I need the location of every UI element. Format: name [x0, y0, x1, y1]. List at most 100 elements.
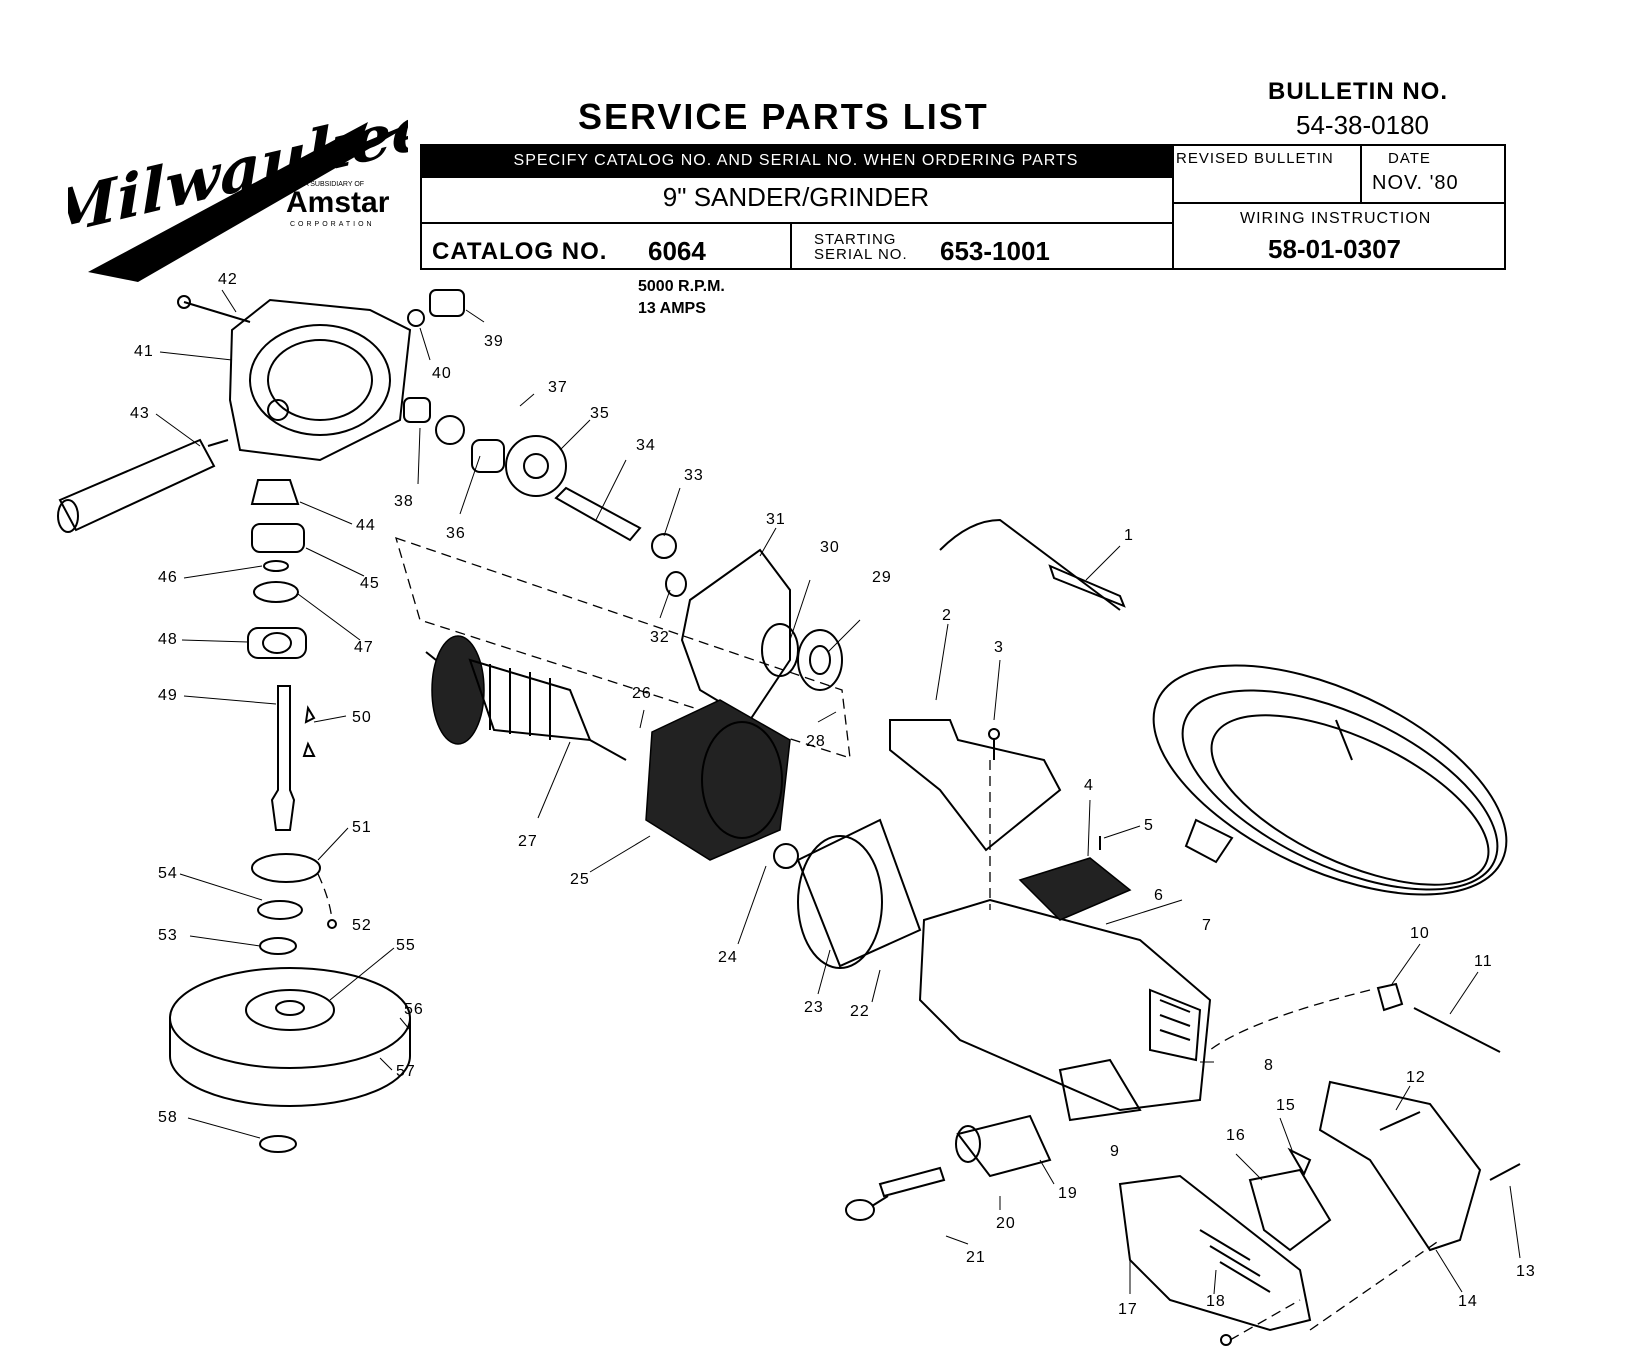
date-label: DATE	[1388, 150, 1431, 167]
spindle-column-parts	[247, 479, 316, 831]
table-divider-serial	[790, 222, 792, 270]
callout-52: 52	[352, 917, 372, 934]
motor-housing-part	[796, 818, 922, 969]
callout-33: 33	[684, 467, 704, 484]
callout-13: 13	[1516, 1263, 1536, 1280]
table-border-left	[420, 144, 422, 270]
gear-case-part	[228, 298, 412, 462]
callout-18: 18	[1206, 1293, 1226, 1310]
table-divider-main	[1172, 144, 1174, 270]
milwaukee-logo: Milwaukee A SUBSIDIARY OF Amstar CORPORA…	[68, 89, 408, 282]
callout-17: 17	[1118, 1301, 1138, 1318]
callout-14: 14	[1458, 1293, 1478, 1310]
side-handle-part	[57, 438, 229, 533]
wiring-instruction-value: 58-01-0307	[1268, 234, 1401, 264]
callout-40: 40	[432, 365, 452, 382]
callout-12: 12	[1406, 1069, 1426, 1086]
callout-36: 36	[446, 525, 466, 542]
date-value: NOV. '80	[1372, 172, 1459, 194]
callout-5: 5	[1144, 817, 1154, 834]
wiring-instruction-label: WIRING INSTRUCTION	[1240, 210, 1432, 227]
callout-54: 54	[158, 865, 178, 882]
small-parts-top	[403, 289, 677, 559]
ordering-instruction-bar: SPECIFY CATALOG NO. AND SERIAL NO. WHEN …	[420, 144, 1172, 178]
callout-37: 37	[548, 379, 568, 396]
bulletin-label: BULLETIN NO.	[1268, 78, 1448, 105]
callout-1: 1	[1124, 527, 1134, 544]
backing-pad-parts	[169, 853, 411, 1153]
logo-subsidiary-line: A SUBSIDIARY OF	[304, 181, 364, 188]
callout-43: 43	[130, 405, 150, 422]
screw-part	[177, 295, 251, 323]
callout-21: 21	[966, 1249, 986, 1266]
callout-32: 32	[650, 629, 670, 646]
callout-45: 45	[360, 575, 380, 592]
callout-16: 16	[1226, 1127, 1246, 1144]
callout-29: 29	[872, 569, 892, 586]
housing-body-part	[918, 898, 1212, 1122]
catalog-value: 6064	[648, 236, 706, 266]
callout-39: 39	[484, 333, 504, 350]
handle-parts	[1118, 1080, 1521, 1346]
cord-set-part	[939, 518, 1508, 896]
logo-parent: Amstar	[286, 186, 390, 219]
callout-25: 25	[570, 871, 590, 888]
table-divider-catalog	[420, 222, 1174, 224]
table-divider-date	[1360, 144, 1362, 202]
callout-50: 50	[352, 709, 372, 726]
callout-10: 10	[1410, 925, 1430, 942]
serial-label-line1: STARTING	[814, 231, 897, 248]
callout-20: 20	[996, 1215, 1016, 1232]
table-divider-wiring	[1172, 202, 1506, 204]
bulletin-number: 54-38-0180	[1296, 110, 1429, 140]
spec-rpm: 5000 R.P.M.	[638, 278, 725, 295]
spec-amps: 13 AMPS	[638, 300, 706, 317]
callout-22: 22	[850, 1003, 870, 1020]
callout-7: 7	[1202, 917, 1212, 934]
callout-6: 6	[1154, 887, 1164, 904]
callout-11: 11	[1474, 953, 1493, 970]
brush-holder-parts	[845, 1114, 1052, 1221]
callout-44: 44	[356, 517, 376, 534]
callout-8: 8	[1264, 1057, 1274, 1074]
field-part	[645, 699, 799, 869]
callout-42: 42	[218, 271, 238, 288]
callout-51: 51	[352, 819, 372, 836]
serial-value: 653-1001	[940, 236, 1050, 266]
switch-cover-part	[889, 719, 1062, 852]
callout-46: 46	[158, 569, 178, 586]
callout-48: 48	[158, 631, 178, 648]
logo-parent-sub: CORPORATION	[290, 221, 375, 228]
callout-19: 19	[1058, 1185, 1078, 1202]
product-name: 9" SANDER/GRINDER	[662, 182, 930, 212]
callout-9: 9	[1110, 1143, 1120, 1160]
callout-2: 2	[942, 607, 952, 624]
callout-27: 27	[518, 833, 538, 850]
callout-56: 56	[404, 1001, 424, 1018]
callout-34: 34	[636, 437, 656, 454]
callout-15: 15	[1276, 1097, 1296, 1114]
callout-58: 58	[158, 1109, 178, 1126]
catalog-label: CATALOG NO.	[432, 238, 608, 265]
callout-23: 23	[804, 999, 824, 1016]
callout-3: 3	[994, 639, 1004, 656]
end-plate-part	[395, 536, 851, 759]
guide-line	[1229, 1299, 1301, 1341]
serial-label-line2: SERIAL NO.	[814, 246, 908, 263]
callout-31: 31	[766, 511, 786, 528]
callout-24: 24	[718, 949, 738, 966]
leader-lines	[155, 289, 1521, 1295]
callout-4: 4	[1084, 777, 1094, 794]
callout-57: 57	[396, 1063, 416, 1080]
guide-line	[1309, 1239, 1441, 1331]
callout-26: 26	[632, 685, 652, 702]
callout-47: 47	[354, 639, 374, 656]
serial-label: STARTING SERIAL NO.	[814, 232, 924, 262]
callout-35: 35	[590, 405, 610, 422]
callout-38: 38	[394, 493, 414, 510]
nameplate-part	[1018, 836, 1132, 921]
callout-28: 28	[806, 733, 826, 750]
lightning-bolt-icon	[88, 122, 408, 282]
callout-49: 49	[158, 687, 178, 704]
